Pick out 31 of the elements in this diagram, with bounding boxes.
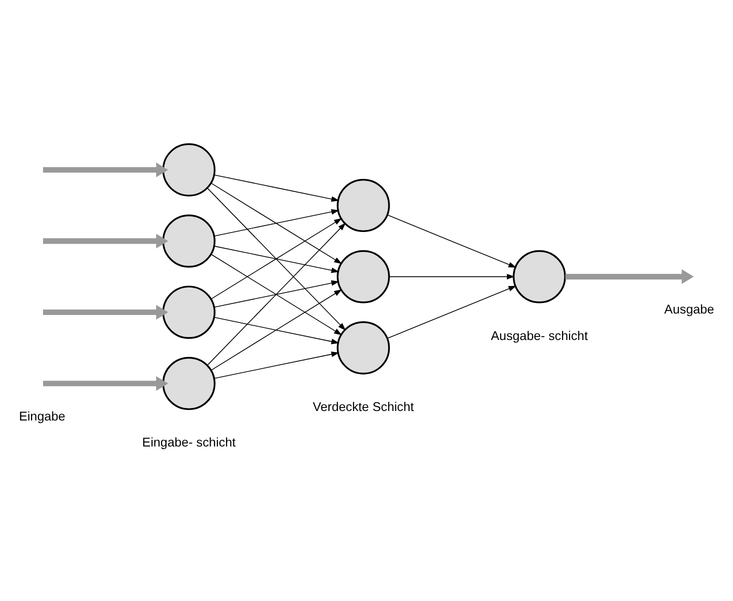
node-circle — [162, 214, 216, 268]
arrow — [214, 208, 340, 236]
label: Ausgabe — [664, 302, 714, 316]
arrow — [565, 268, 694, 284]
arrow — [214, 280, 340, 308]
label: Verdeckte Schicht — [312, 400, 414, 414]
node-circle — [162, 285, 216, 338]
arrow — [210, 182, 342, 264]
arrow — [206, 187, 346, 330]
arrow — [386, 285, 516, 338]
arrow — [210, 253, 342, 335]
node-circle — [336, 250, 390, 303]
arrow — [210, 218, 342, 299]
node-circle — [512, 250, 566, 303]
arrow — [214, 174, 340, 202]
label: Eingabe — [18, 408, 66, 423]
arrow — [43, 233, 168, 248]
arrow — [214, 351, 340, 378]
arrow — [43, 304, 168, 320]
node-circle — [162, 356, 216, 410]
arrow — [214, 245, 340, 272]
arrow — [206, 222, 346, 366]
arrow — [386, 214, 516, 268]
arrow — [210, 288, 342, 370]
arrow — [388, 273, 515, 279]
arrow — [43, 162, 168, 177]
node-circle — [162, 142, 216, 196]
arrow — [43, 376, 168, 390]
label: Ausgabe- schicht — [490, 328, 588, 342]
label: Eingabe- schicht — [142, 435, 236, 450]
arrow — [214, 316, 340, 344]
